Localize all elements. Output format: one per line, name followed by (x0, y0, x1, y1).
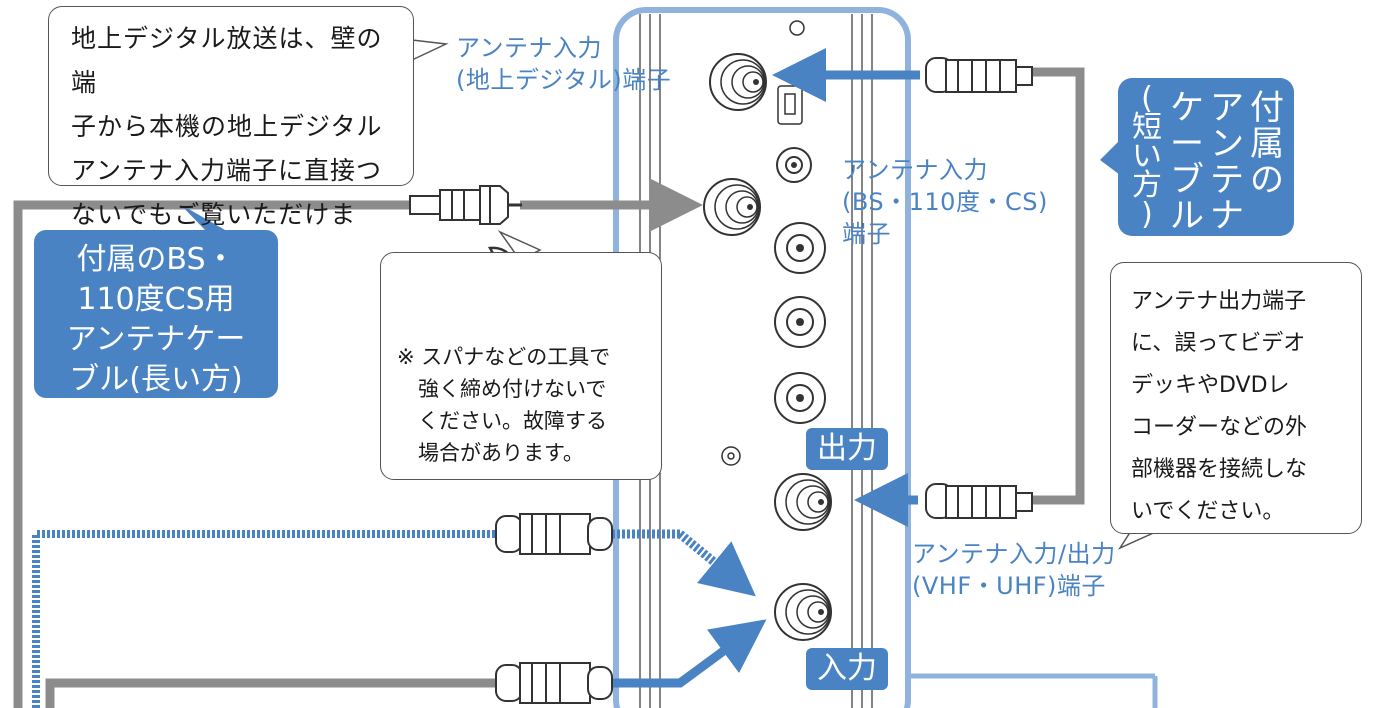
gray-cables (13, 67, 1085, 708)
callout-terrestrial-direct-text: 地上デジタル放送は、壁の端 子から本機の地上デジタル アンテナ入力端子に直接つ … (71, 24, 383, 273)
plug-antenna-short-top (925, 57, 1033, 93)
callout-terrestrial-direct: 地上デジタル放送は、壁の端 子から本機の地上デジタル アンテナ入力端子に直接つ … (48, 6, 414, 273)
vertical-text-col: 付 属 の (1250, 88, 1284, 200)
terminal-terrestrial (709, 53, 767, 111)
rca-jacks (721, 147, 826, 466)
terminal-vhf-uhf-output (774, 473, 832, 531)
label-bs-cs-long-cable: 付属のBS・ 110度CS用 アンテナケー ブル(長い方) (34, 230, 278, 398)
vertical-text-col: ケ ー ブ ル (1170, 88, 1204, 236)
label-bs-cs-terminal: アンテナ入力 (BS・110度・CS) 端子 (842, 156, 1048, 248)
plug-vhf-uhf-solid (495, 662, 613, 704)
callout-wrench-warning-text: ※ スパナなどの工具で 強く締め付けないで ください。故障する 場合があります。 (397, 345, 611, 465)
vertical-text-col: ア ン テ ナ (1210, 88, 1244, 236)
label-output: 出力 (806, 428, 888, 470)
callout-wrench-warning: ※ スパナなどの工具で 強く締め付けないで ください。故障する 場合があります。 (380, 252, 662, 480)
callout-output-warning: アンテナ出力端子 に、誤ってビデオ デッキやDVDレ コーダーなどの外 部機器を… (1110, 262, 1362, 534)
small-jack (721, 446, 741, 466)
vertical-text-col: ( 短 い 方 ) (1132, 81, 1162, 232)
tv-rear-panel (613, 7, 1158, 708)
plug-vhf-uhf-dotted (495, 513, 613, 555)
rca-jack (774, 296, 826, 348)
plug-antenna-short-bottom (925, 483, 1033, 519)
rca-jack (776, 147, 812, 183)
terminal-vhf-uhf-input (774, 583, 832, 641)
label-terrestrial-terminal: アンテナ入力 (地上デジタル)端子 (456, 34, 672, 94)
rca-jack (774, 372, 826, 424)
plug-bs-cs (409, 185, 522, 225)
callout-output-warning-text: アンテナ出力端子 に、誤ってビデオ デッキやDVDレ コーダーなどの外 部機器を… (1131, 289, 1308, 524)
blue-arrows (32, 48, 920, 708)
rca-jack (774, 222, 826, 274)
terminal-bs-cs (703, 178, 761, 236)
label-input: 入力 (806, 648, 888, 690)
label-antenna-short-cable: 付 属 の ア ン テ ナ ケ ー ブ ル ( 短 い 方 ) (1118, 78, 1294, 236)
label-bs-cs-long-cable-text: 付属のBS・ 110度CS用 アンテナケー ブル(長い方) (66, 242, 246, 397)
label-vhf-uhf-terminal: アンテナ入力/出力 (VHF・UHF)端子 (912, 540, 1116, 600)
